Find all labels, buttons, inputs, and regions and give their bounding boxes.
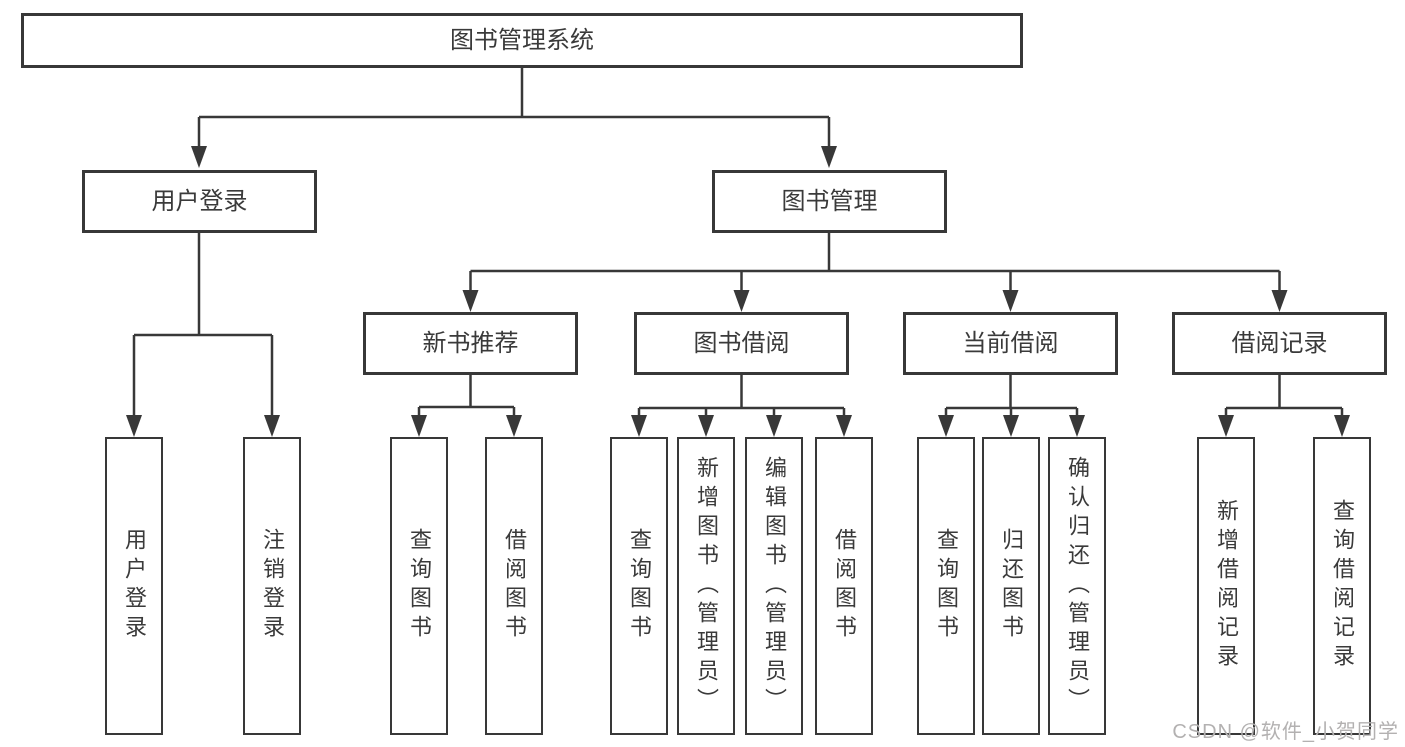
leaf-return-books: 归还图书 xyxy=(982,437,1040,735)
node-borrowing-records: 借阅记录 xyxy=(1172,312,1387,375)
connector-root-to-level2 xyxy=(197,68,831,148)
leaf-query-borrow-record: 查询借阅记录 xyxy=(1313,437,1371,735)
connector-user-login-children xyxy=(132,233,274,417)
leaf-user-login: 用户登录 xyxy=(105,437,163,735)
connector-new-book-recommend-children xyxy=(417,375,516,418)
connector-borrowing-records-children xyxy=(1224,375,1344,418)
leaf-add-books-admin: 新增图书（管理员） xyxy=(677,437,735,735)
node-current-borrowing: 当前借阅 xyxy=(903,312,1118,375)
connector-book-borrowing-children xyxy=(637,375,846,418)
leaf-add-borrow-record: 新增借阅记录 xyxy=(1197,437,1255,735)
leaf-query-books-current: 查询图书 xyxy=(917,437,975,735)
connector-current-borrowing-children xyxy=(944,375,1079,418)
node-library-management-system: 图书管理系统 xyxy=(21,13,1023,68)
csdn-watermark: CSDN @软件_小贺同学 xyxy=(1172,721,1399,743)
leaf-borrow-books-borrowing: 借阅图书 xyxy=(815,437,873,735)
connector-book-management-children xyxy=(469,233,1281,292)
arrowheads xyxy=(126,146,1350,437)
leaf-query-books-recommend: 查询图书 xyxy=(390,437,448,735)
node-new-book-recommend: 新书推荐 xyxy=(363,312,578,375)
leaf-query-books-borrowing: 查询图书 xyxy=(610,437,668,735)
node-book-management: 图书管理 xyxy=(712,170,947,233)
leaf-borrow-books-recommend: 借阅图书 xyxy=(485,437,543,735)
leaf-edit-books-admin: 编辑图书（管理员） xyxy=(745,437,803,735)
leaf-logout: 注销登录 xyxy=(243,437,301,735)
node-book-borrowing: 图书借阅 xyxy=(634,312,849,375)
node-user-login: 用户登录 xyxy=(82,170,317,233)
leaf-confirm-return-admin: 确认归还（管理员） xyxy=(1048,437,1106,735)
